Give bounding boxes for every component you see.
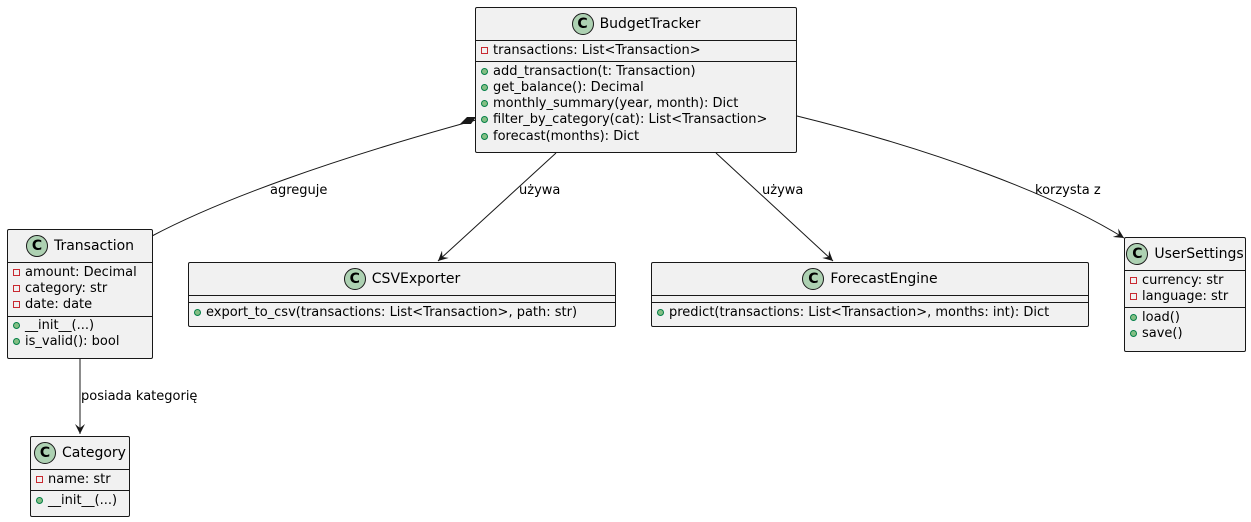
class-csv-exporter[interactable]: C CSVExporter export_to_csv(transactions… <box>188 262 616 327</box>
attributes-section: transactions: List<Transaction> <box>476 41 796 61</box>
method-row: forecast(months): Dict <box>481 128 792 144</box>
class-icon: C <box>343 268 366 290</box>
method-row: is_valid(): bool <box>13 334 148 350</box>
attribute-row: date: date <box>13 296 148 312</box>
public-icon <box>481 132 488 140</box>
class-budget-tracker[interactable]: C BudgetTracker transactions: List<Trans… <box>475 7 797 153</box>
class-transaction[interactable]: C Transaction amount: Decimal category: … <box>7 229 153 359</box>
methods-section: export_to_csv(transactions: List<Transac… <box>189 302 615 323</box>
edge-label-uses-forecast: używa <box>762 183 804 198</box>
class-header: C CSVExporter <box>189 263 615 296</box>
method-row: save() <box>1130 326 1241 342</box>
class-name: BudgetTracker <box>599 16 701 32</box>
class-header: C ForecastEngine <box>652 263 1088 296</box>
class-name: CSVExporter <box>371 271 461 287</box>
method-row: __init__(...) <box>36 492 125 508</box>
public-icon <box>481 100 488 108</box>
attribute-row: currency: str <box>1130 272 1241 288</box>
private-icon <box>13 268 20 276</box>
class-icon: C <box>571 13 594 35</box>
attribute-row: category: str <box>13 280 148 296</box>
edge-label-uses-csv: używa <box>519 183 561 198</box>
class-name: Category <box>62 445 126 461</box>
public-icon <box>657 308 664 316</box>
edge-uses-csv <box>437 152 557 262</box>
attributes-section: currency: str language: str <box>1125 271 1245 307</box>
method-row: filter_by_category(cat): List<Transactio… <box>481 112 792 128</box>
method-row: __init__(...) <box>13 318 148 334</box>
private-icon <box>13 300 20 308</box>
private-icon <box>36 475 43 483</box>
class-header: C Category <box>31 437 129 470</box>
public-icon <box>194 308 201 316</box>
public-icon <box>1130 313 1137 321</box>
attribute-row: amount: Decimal <box>13 264 148 280</box>
attributes-section: name: str <box>31 470 129 490</box>
methods-section: add_transaction(t: Transaction) get_bala… <box>476 61 796 147</box>
methods-section: predict(transactions: List<Transaction>,… <box>652 302 1088 323</box>
method-row: predict(transactions: List<Transaction>,… <box>657 304 1084 320</box>
public-icon <box>481 116 488 124</box>
method-row: load() <box>1130 309 1241 325</box>
class-forecast-engine[interactable]: C ForecastEngine predict(transactions: L… <box>651 262 1089 327</box>
class-name: Transaction <box>53 238 135 254</box>
attributes-section: amount: Decimal category: str date: date <box>8 263 152 316</box>
class-name: UserSettings <box>1154 246 1244 262</box>
class-category[interactable]: C Category name: str __init__(...) <box>30 436 130 517</box>
class-header: C UserSettings <box>1125 238 1245 271</box>
class-user-settings[interactable]: C UserSettings currency: str language: s… <box>1124 237 1246 352</box>
private-icon <box>1130 292 1137 300</box>
method-row: add_transaction(t: Transaction) <box>481 63 792 79</box>
method-row: get_balance(): Decimal <box>481 79 792 95</box>
class-name: ForecastEngine <box>830 271 938 287</box>
class-header: C BudgetTracker <box>476 8 796 41</box>
class-header: C Transaction <box>8 230 152 263</box>
public-icon <box>36 496 43 504</box>
public-icon <box>481 67 488 75</box>
methods-section: __init__(...) is_valid(): bool <box>8 315 152 353</box>
edge-uses-forecast <box>715 152 834 262</box>
private-icon <box>481 46 488 54</box>
private-icon <box>1130 276 1137 284</box>
edge-uses-settings <box>796 115 1125 239</box>
public-icon <box>13 338 20 346</box>
public-icon <box>13 322 20 330</box>
edge-label-aggregates: agreguje <box>270 183 328 198</box>
edge-label-has-category: posiada kategorię <box>81 389 198 404</box>
method-row: monthly_summary(year, month): Dict <box>481 96 792 112</box>
attribute-row: name: str <box>36 471 125 487</box>
class-icon: C <box>34 442 57 464</box>
class-icon: C <box>25 235 48 257</box>
class-icon: C <box>1126 243 1149 265</box>
attribute-row: language: str <box>1130 288 1241 304</box>
public-icon <box>1130 330 1137 338</box>
private-icon <box>13 284 20 292</box>
edge-label-uses-settings: korzysta z <box>1035 183 1101 198</box>
methods-section: __init__(...) <box>31 490 129 511</box>
methods-section: load() save() <box>1125 307 1245 344</box>
composition-diamond <box>460 117 476 124</box>
method-row: export_to_csv(transactions: List<Transac… <box>194 304 611 320</box>
class-icon: C <box>802 268 825 290</box>
edge-aggregates <box>151 119 477 237</box>
attribute-row: transactions: List<Transaction> <box>481 42 792 58</box>
public-icon <box>481 83 488 91</box>
